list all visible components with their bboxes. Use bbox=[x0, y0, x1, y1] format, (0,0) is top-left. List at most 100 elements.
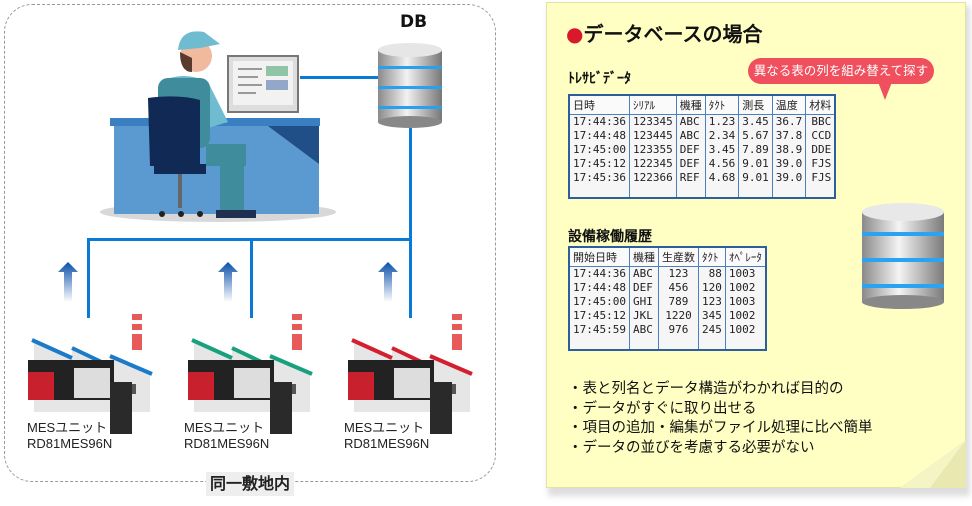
speech-bubble-tail bbox=[878, 82, 892, 100]
network-line-pc-db bbox=[300, 76, 380, 79]
table-cell: JKL bbox=[628, 309, 659, 323]
factory-icon bbox=[188, 262, 313, 434]
table-cell: 17:44:36 bbox=[568, 266, 630, 281]
table-cell: 17:44:48 bbox=[568, 129, 630, 143]
table-cell: CCD bbox=[805, 129, 836, 143]
page-curl bbox=[900, 440, 966, 488]
upload-arrow-icon bbox=[378, 262, 398, 302]
db-label: DB bbox=[400, 12, 428, 32]
table-cell bbox=[704, 185, 740, 198]
table-cell: 17:45:00 bbox=[568, 143, 630, 157]
table-cell: ABC bbox=[675, 129, 706, 143]
table-cell: GHI bbox=[628, 295, 659, 309]
database-icon bbox=[862, 203, 944, 309]
table-cell: DEF bbox=[628, 281, 659, 295]
column-header: 日時 bbox=[568, 94, 630, 115]
table-cell bbox=[568, 337, 630, 350]
site-label: 同一敷地内 bbox=[206, 472, 294, 496]
column-header: 機種 bbox=[628, 246, 659, 267]
list-item: 表と列名とデータ構造がわかれば目的の bbox=[568, 380, 873, 400]
table-cell: 1003 bbox=[724, 266, 767, 281]
table-cell bbox=[805, 185, 836, 198]
unit-name: MESユニット bbox=[344, 420, 425, 435]
table-cell bbox=[675, 185, 706, 198]
table-cell bbox=[568, 185, 630, 198]
table-cell: 122345 bbox=[628, 157, 677, 171]
title-text: データベースの場合 bbox=[583, 22, 763, 46]
table-cell bbox=[628, 337, 659, 350]
table-cell: 7.89 bbox=[738, 143, 773, 157]
table-cell: DEF bbox=[675, 157, 706, 171]
factory-2 bbox=[184, 262, 344, 466]
note-title: ●データベースの場合 bbox=[566, 18, 762, 47]
table-cell: 123345 bbox=[628, 114, 677, 129]
list-item: データがすぐに取り出せる bbox=[568, 400, 873, 420]
table-cell: 17:44:36 bbox=[568, 114, 630, 129]
table-cell: 1002 bbox=[724, 309, 767, 323]
table-cell: 9.01 bbox=[738, 157, 773, 171]
unit-name: MESユニット bbox=[184, 420, 265, 435]
column-header: ﾀｸﾄ bbox=[697, 246, 726, 267]
table-cell: 123 bbox=[657, 266, 699, 281]
table-cell bbox=[771, 185, 807, 198]
table-cell: 1002 bbox=[724, 323, 767, 337]
trace-table-title: ﾄﾚｻﾋﾞﾃﾞｰﾀ bbox=[568, 71, 631, 87]
table-cell: 345 bbox=[697, 309, 726, 323]
table-cell: 1.23 bbox=[704, 114, 740, 129]
table-cell: DDE bbox=[805, 143, 836, 157]
upload-arrow-icon bbox=[58, 262, 78, 302]
table-cell bbox=[697, 337, 726, 350]
table-cell: 456 bbox=[657, 281, 699, 295]
table-cell: 789 bbox=[657, 295, 699, 309]
table-cell bbox=[628, 185, 677, 198]
table-cell: 976 bbox=[657, 323, 699, 337]
network-line-db-down bbox=[409, 128, 412, 240]
table-cell: ABC bbox=[628, 266, 659, 281]
table-cell: 9.01 bbox=[738, 171, 773, 185]
worker-at-desk-icon bbox=[100, 31, 336, 222]
column-header: 材料 bbox=[805, 94, 836, 115]
network-line-bus bbox=[87, 238, 412, 241]
table-cell bbox=[738, 185, 773, 198]
speech-bubble: 異なる表の列を組み替えて探す bbox=[748, 58, 934, 84]
table-cell: 38.9 bbox=[771, 143, 807, 157]
table-cell: 17:44:48 bbox=[568, 281, 630, 295]
table-cell: FJS bbox=[805, 171, 836, 185]
table-cell: 3.45 bbox=[704, 143, 740, 157]
table-cell: 122366 bbox=[628, 171, 677, 185]
unit-model: RD81MES96N bbox=[27, 436, 113, 451]
equipment-table-title: 設備稼働履歴 bbox=[568, 229, 652, 245]
factory-icon bbox=[28, 262, 153, 434]
table-cell: ABC bbox=[675, 114, 706, 129]
table-padding-row bbox=[568, 337, 767, 350]
table-cell bbox=[657, 337, 699, 350]
column-header: ｵﾍﾟﾚｰﾀ bbox=[724, 246, 767, 267]
table-cell: FJS bbox=[805, 157, 836, 171]
column-header: 機種 bbox=[675, 94, 706, 115]
list-item: 項目の追加・編集がファイル処理に比べ簡単 bbox=[568, 419, 873, 439]
unit-label-2: MESユニット RD81MES96N bbox=[184, 420, 269, 452]
table-cell: 39.0 bbox=[771, 171, 807, 185]
column-header: 開始日時 bbox=[568, 246, 630, 267]
table-cell: REF bbox=[675, 171, 706, 185]
table-cell bbox=[724, 337, 767, 350]
table-cell: 17:45:36 bbox=[568, 171, 630, 185]
network-drop-1 bbox=[87, 238, 90, 318]
table-cell: 245 bbox=[697, 323, 726, 337]
table-cell: ABC bbox=[628, 323, 659, 337]
table-cell: 123445 bbox=[628, 129, 677, 143]
unit-model: RD81MES96N bbox=[184, 436, 270, 451]
table-cell: 17:45:59 bbox=[568, 323, 630, 337]
unit-label-1: MESユニット RD81MES96N bbox=[27, 420, 112, 452]
table-cell: 37.8 bbox=[771, 129, 807, 143]
factory-1 bbox=[24, 262, 184, 466]
